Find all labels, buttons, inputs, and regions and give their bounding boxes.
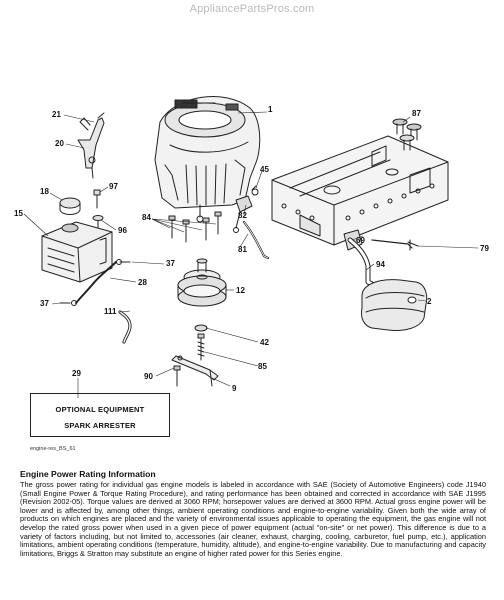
callout-42: 42 [260,338,269,347]
callout-2: 2 [427,297,432,306]
bolt-85-drawing [194,324,208,361]
engine-drawing [154,96,261,223]
callout-12: 12 [236,286,245,295]
pulley-drawing [177,258,227,307]
callout-1: 1 [268,105,273,114]
callout-96: 96 [118,226,127,235]
fuel-line-drawing [59,259,131,306]
callout-97: 97 [109,182,118,191]
callout-18: 18 [40,187,49,196]
callout-labels: 1 2 9 12 15 18 20 21 28 29 37 37 42 45 6… [14,105,489,393]
callout-84: 84 [142,213,151,222]
spark-arrester-label: SPARK ARRESTER [64,421,136,430]
callout-15: 15 [14,209,23,218]
callout-69: 69 [356,236,365,245]
callout-82: 82 [238,211,247,220]
callout-37-a: 37 [166,259,175,268]
diagram-reference: engine-res_BS_61 [30,446,76,452]
optional-equipment-box: OPTIONAL EQUIPMENT SPARK ARRESTER [30,393,170,437]
callout-21: 21 [52,110,61,119]
callout-81: 81 [238,245,247,254]
callout-9: 9 [232,384,237,393]
callout-37-b: 37 [40,299,49,308]
throttle-control-drawing [77,112,105,179]
info-paragraph: The gross power rating for individual ga… [20,480,486,558]
bracket-9-drawing [171,355,219,387]
watermark: AppliancePartsPros.com [189,3,315,15]
bolt-97-drawing [92,189,104,229]
parts-diagram: 1 2 9 12 15 18 20 21 28 29 37 37 42 45 6… [14,96,489,398]
callout-94: 94 [376,260,385,269]
hose-111-drawing [118,310,132,344]
callout-29: 29 [72,369,81,378]
optional-equipment-title: OPTIONAL EQUIPMENT [55,405,145,414]
muffler-drawing [343,229,428,331]
chassis-frame-drawing [271,135,449,246]
fuel-tank-drawing [41,197,113,283]
callout-90: 90 [144,372,153,381]
info-heading: Engine Power Rating Information [20,469,156,479]
leader-lines [23,111,479,398]
callout-28: 28 [138,278,147,287]
callout-111: 111 [104,307,117,316]
callout-45: 45 [260,165,269,174]
dipstick-drawing [233,185,270,260]
callout-85: 85 [258,362,267,371]
bolts-87-drawing [392,118,422,151]
callout-20: 20 [55,139,64,148]
callout-87: 87 [412,109,421,118]
bolts-84-drawing [168,211,222,243]
callout-79: 79 [480,244,489,253]
